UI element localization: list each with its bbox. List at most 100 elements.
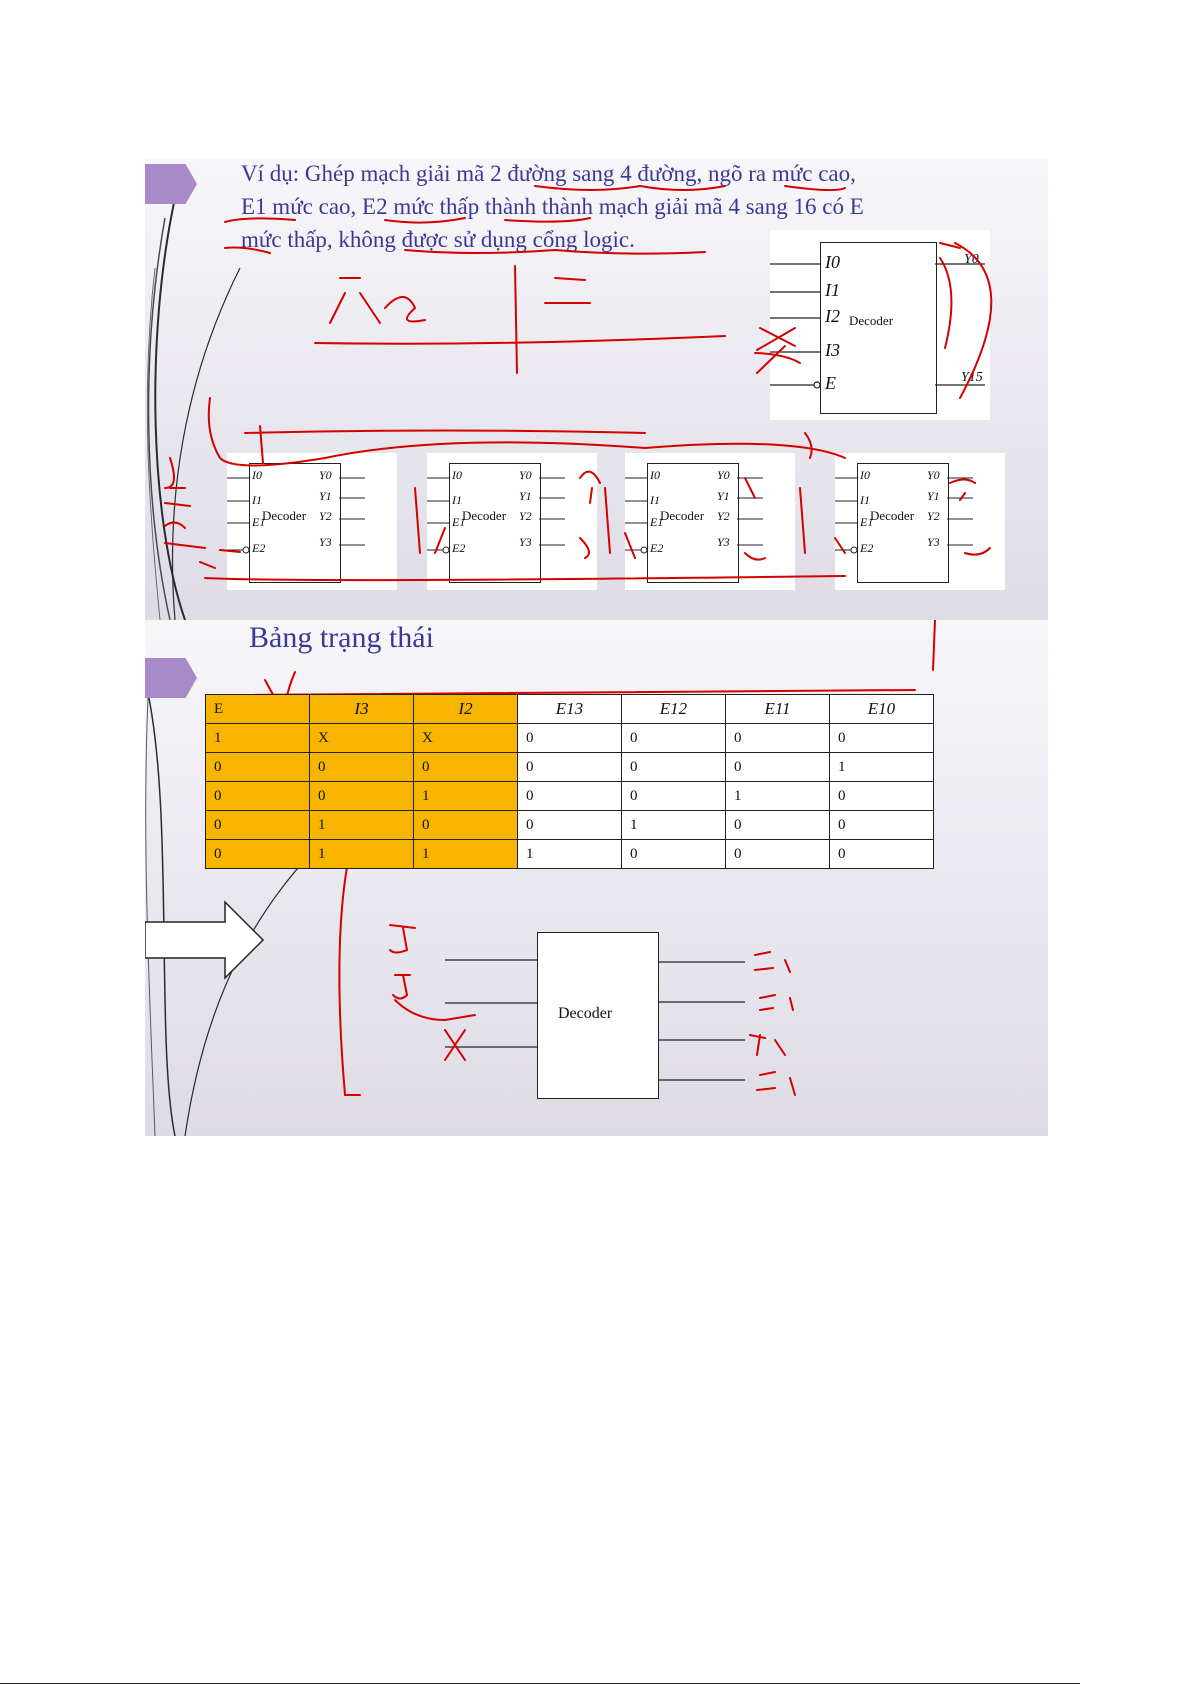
- sd2-pin-y0: Y0: [519, 468, 532, 482]
- sd4-pin-y1: Y1: [927, 489, 940, 503]
- sd2-pin-y3: Y3: [519, 535, 532, 549]
- table-cell: 0: [517, 723, 622, 753]
- table-cell: 0: [517, 781, 622, 811]
- sd4-pin-y2: Y2: [927, 509, 940, 523]
- small-decoder-2-box: Decoder: [449, 463, 541, 583]
- bottom-decoder-label: Decoder: [558, 1005, 613, 1022]
- sd3-pin-e2: E2: [650, 541, 664, 555]
- table-row: 0 1 0 0 1 0 0: [205, 810, 934, 840]
- table-cell: 0: [829, 781, 934, 811]
- small-decoder-3-label: Decoder: [660, 508, 705, 523]
- sd1-pin-e2: E2: [252, 541, 266, 555]
- table-cell: 0: [621, 752, 726, 782]
- header-cell: E13: [517, 694, 622, 724]
- table-row: 0 1 1 1 0 0 0: [205, 839, 934, 869]
- table-cell: 0: [829, 810, 934, 840]
- sd1-pin-e1: E1: [252, 515, 266, 529]
- big-decoder-label: Decoder: [849, 313, 894, 328]
- table-cell: 0: [205, 810, 310, 840]
- table-cell: 1: [309, 810, 414, 840]
- sd3-pin-i0: I0: [650, 468, 660, 482]
- big-decoder-box: Decoder: [820, 242, 937, 414]
- table-cell: X: [309, 723, 414, 753]
- small-decoder-3-box: Decoder: [647, 463, 739, 583]
- table-header-row: E I3 I2 E13 E12 E11 E10: [205, 694, 934, 724]
- table-cell: 0: [413, 752, 518, 782]
- sd3-pin-i1: I1: [650, 493, 660, 507]
- big-decoder-wires: [770, 263, 985, 389]
- table-cell: 0: [725, 752, 830, 782]
- table-cell: 0: [621, 839, 726, 869]
- table-cell: 1: [829, 752, 934, 782]
- slide-1-ink: [164, 185, 993, 582]
- table-cell: 0: [517, 810, 622, 840]
- small-decoder-2-panel: Decoder I0 I1 E1 E2 Y0 Y1 Y2 Y3: [427, 453, 597, 590]
- slide-1: Ví dụ: Ghép mạch giải mã 2 đường sang 4 …: [145, 158, 1048, 620]
- header-cell: I2: [413, 694, 518, 724]
- small-decoder-1-wires: [227, 477, 365, 554]
- small-decoder-2-label: Decoder: [462, 508, 507, 523]
- table-cell: 1: [517, 839, 622, 869]
- sd2-pin-e2: E2: [452, 541, 466, 555]
- page-bottom-rule: [0, 1683, 1080, 1684]
- sd2-pin-y2: Y2: [519, 509, 532, 523]
- sd3-pin-y1: Y1: [717, 489, 730, 503]
- small-decoder-4-label: Decoder: [870, 508, 915, 523]
- sd4-pin-e2: E2: [860, 541, 874, 555]
- sd4-pin-e1: E1: [860, 515, 874, 529]
- table-cell: 1: [413, 781, 518, 811]
- sd3-pin-y0: Y0: [717, 468, 730, 482]
- table-cell: 1: [621, 810, 726, 840]
- table-cell: 1: [413, 839, 518, 869]
- table-cell: 0: [725, 839, 830, 869]
- sd2-pin-i1: I1: [452, 493, 462, 507]
- table-cell: 0: [205, 839, 310, 869]
- table-row: 0 0 0 0 0 0 1: [205, 752, 934, 782]
- table-cell: 1: [309, 839, 414, 869]
- slide-2-diagram: [145, 900, 745, 1081]
- big-pin-i0: I0: [825, 252, 840, 272]
- big-pin-y15: Y15: [961, 370, 983, 385]
- slide-1-title-line-1: Ví dụ: Ghép mạch giải mã 2 đường sang 4 …: [241, 161, 856, 186]
- small-decoder-3-wires: [625, 477, 763, 554]
- small-decoder-1-label: Decoder: [262, 508, 307, 523]
- big-pin-y0: Y0: [964, 252, 979, 267]
- header-cell: E12: [621, 694, 726, 724]
- table-cell: X: [413, 723, 518, 753]
- sd3-pin-e1: E1: [650, 515, 664, 529]
- slide-2-tab: [145, 658, 197, 698]
- bottom-decoder-box: Decoder: [537, 932, 659, 1099]
- table-cell: 0: [725, 810, 830, 840]
- sd2-pin-e1: E1: [452, 515, 466, 529]
- sd1-pin-y0: Y0: [319, 468, 332, 482]
- table-cell: 0: [205, 781, 310, 811]
- table-row: 1 X X 0 0 0 0: [205, 723, 934, 753]
- sd2-pin-y1: Y1: [519, 489, 532, 503]
- table-cell: 0: [621, 723, 726, 753]
- small-decoder-4-box: Decoder: [857, 463, 949, 583]
- sd4-pin-i0: I0: [860, 468, 870, 482]
- small-decoder-1-panel: Decoder I0 I1 E1 E2 Y0 Y1 Y2 Y3: [227, 453, 397, 590]
- header-cell: E11: [725, 694, 830, 724]
- table-cell: 0: [309, 752, 414, 782]
- sd2-pin-i0: I0: [452, 468, 462, 482]
- big-pin-e: E: [825, 373, 836, 393]
- slide-1-title-line-3: mức thấp, không được sử dụng cổng logic.: [241, 227, 635, 252]
- table-cell: 0: [725, 723, 830, 753]
- slide-2-title: Bảng trạng thái: [249, 621, 434, 654]
- table-cell: 0: [829, 839, 934, 869]
- big-pin-i3: I3: [825, 340, 840, 360]
- table-row: 0 0 1 0 0 1 0: [205, 781, 934, 811]
- table-cell: 0: [413, 810, 518, 840]
- small-decoder-1-box: Decoder: [249, 463, 341, 583]
- sd1-pin-y2: Y2: [319, 509, 332, 523]
- sd1-pin-i0: I0: [252, 468, 262, 482]
- state-table: E I3 I2 E13 E12 E11 E10 1 X X 0 0 0 0 0 …: [205, 694, 934, 869]
- sd4-pin-y3: Y3: [927, 535, 940, 549]
- table-cell: 0: [621, 781, 726, 811]
- table-cell: 0: [517, 752, 622, 782]
- small-decoder-3-panel: Decoder I0 I1 E1 E2 Y0 Y1 Y2 Y3: [625, 453, 795, 590]
- big-pin-i2: I2: [825, 306, 840, 326]
- table-cell: 1: [725, 781, 830, 811]
- sd1-pin-y3: Y3: [319, 535, 332, 549]
